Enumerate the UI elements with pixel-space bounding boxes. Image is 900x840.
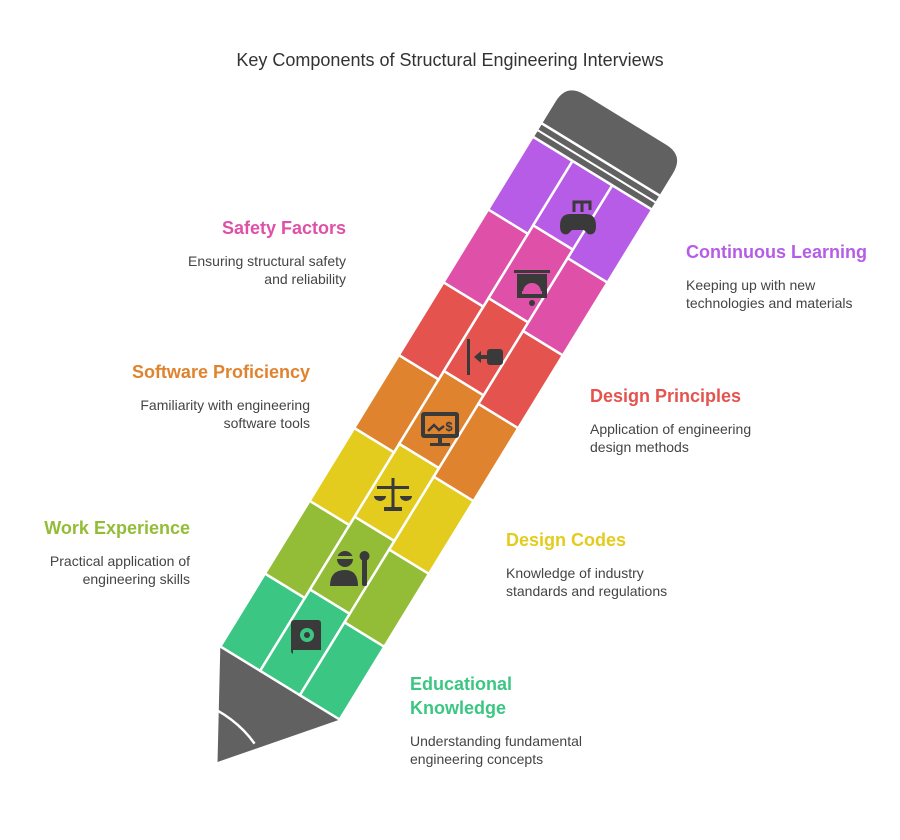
presentation-helmet-icon <box>514 270 550 306</box>
item-continuous-learning: Continuous Learning Keeping up with new t… <box>686 240 900 312</box>
item-description: and reliability <box>264 271 346 287</box>
align-left-arrow-icon <box>467 339 503 375</box>
heading-line: Educational <box>410 674 513 694</box>
item-description: Practical application of <box>49 553 190 569</box>
gamepad-book-icon <box>560 200 596 235</box>
item-heading: Design Principles <box>590 386 742 406</box>
item-description: software tools <box>223 415 310 431</box>
item-description: standards and regulations <box>506 583 668 599</box>
item-description: Keeping up with new <box>686 277 816 293</box>
pencil-tip-line <box>199 700 256 745</box>
diagram-title: Key Components of Structural Engineering… <box>236 50 664 70</box>
item-safety-factors: Safety Factors Ensuring structural safet… <box>86 216 346 288</box>
book-gear-icon <box>291 620 321 654</box>
item-heading: Work Experience <box>44 518 190 538</box>
item-description: Application of engineering <box>590 421 752 437</box>
svg-text:$: $ <box>445 419 453 434</box>
item-software-proficiency: Software Proficiency Familiarity with en… <box>50 360 310 432</box>
item-description: Understanding fundamental <box>410 733 583 749</box>
item-description: design methods <box>590 439 689 455</box>
item-design-principles: Design Principles Application of enginee… <box>590 384 850 456</box>
item-description: technologies and materials <box>686 295 853 311</box>
item-work-experience: Work Experience Practical application of… <box>0 516 190 588</box>
monitor-chart-icon: $ <box>421 412 459 446</box>
item-description: Familiarity with engineering <box>140 397 310 413</box>
item-heading: Software Proficiency <box>131 362 310 382</box>
item-design-codes: Design Codes Knowledge of industry standa… <box>506 528 766 600</box>
item-heading: Safety Factors <box>221 218 346 238</box>
heading-line: Knowledge <box>410 698 507 718</box>
pencil-tip <box>217 646 340 762</box>
item-description: engineering skills <box>82 571 190 587</box>
item-heading: Design Codes <box>506 530 627 550</box>
worker-wrench-icon <box>330 551 370 586</box>
item-description: Knowledge of industry <box>506 565 644 581</box>
item-heading: Continuous Learning <box>686 242 867 262</box>
item-description: engineering concepts <box>410 751 544 767</box>
item-description: Ensuring structural safety <box>188 253 346 269</box>
pencil-eraser <box>539 87 680 198</box>
scales-icon <box>374 478 412 511</box>
